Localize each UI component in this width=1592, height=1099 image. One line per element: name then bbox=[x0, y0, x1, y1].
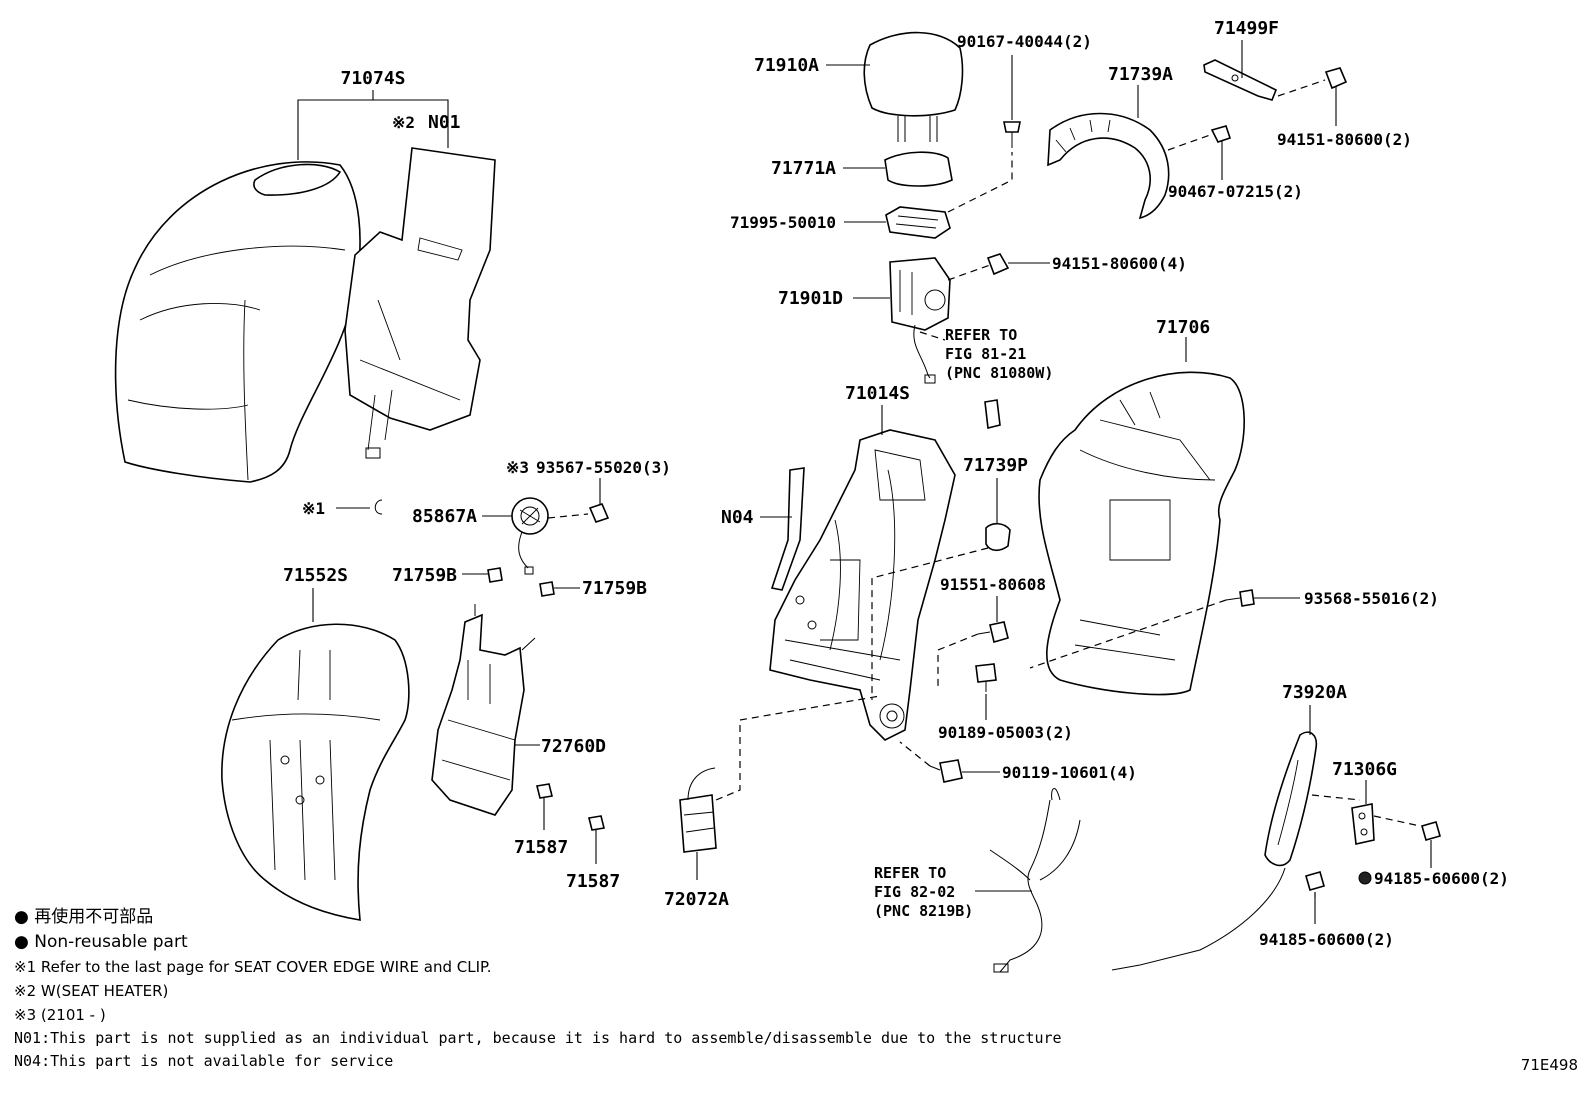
nut-94151-2-drawing bbox=[1324, 67, 1348, 126]
label-71552s: 71552S bbox=[283, 565, 348, 586]
label-71706: 71706 bbox=[1156, 317, 1210, 338]
label-85867a: 85867A bbox=[412, 506, 477, 527]
screw-93567-drawing bbox=[588, 478, 610, 523]
nut-94185-b-drawing bbox=[1305, 871, 1325, 924]
label-71901d: 71901D bbox=[778, 288, 843, 309]
label-71014s: 71014S bbox=[845, 383, 910, 404]
label-mark1: ※1 bbox=[302, 499, 325, 518]
headrest-support-drawing bbox=[884, 151, 953, 187]
clip-71587-b-drawing bbox=[588, 815, 605, 831]
label-n01: N01 bbox=[428, 112, 461, 133]
legend-non-reusable-en: ● Non-reusable part bbox=[14, 932, 188, 952]
label-93568: 93568-55016(2) bbox=[1304, 589, 1439, 608]
label-71587-b: 71587 bbox=[566, 871, 620, 892]
clip-71759b-a-drawing bbox=[487, 567, 503, 583]
seatback-cover-drawing bbox=[114, 161, 361, 483]
label-93567-mark: ※3 bbox=[506, 458, 529, 477]
label-71910a: 71910A bbox=[754, 55, 819, 76]
headrest-drawing bbox=[863, 31, 964, 142]
label-94185-a: 94185-60600(2) bbox=[1374, 869, 1509, 888]
ref2-line1: REFER TO bbox=[874, 864, 946, 882]
legend-note-1: ※1 Refer to the last page for SEAT COVER… bbox=[14, 958, 492, 976]
label-90167: 90167-40044(2) bbox=[957, 32, 1092, 51]
bolt-90167-drawing bbox=[1003, 55, 1021, 148]
legend-non-reusable-jp: ● 再使用不可部品 bbox=[14, 907, 154, 927]
label-71739a: 71739A bbox=[1108, 64, 1173, 85]
non-reusable-mark-icon bbox=[1358, 871, 1372, 885]
label-72072a: 72072A bbox=[664, 889, 729, 910]
connector-drawing bbox=[984, 399, 1001, 429]
clip-71587-a-drawing bbox=[536, 783, 553, 799]
label-90119: 90119-10601(4) bbox=[1002, 763, 1137, 782]
bracket-71499f-drawing bbox=[1203, 59, 1278, 101]
nut-94185-a-drawing bbox=[1421, 821, 1441, 868]
legend-n04: N04:This part is not available for servi… bbox=[14, 1052, 394, 1070]
ref1-line2: FIG 81-21 bbox=[945, 345, 1026, 363]
ref2-line3: (PNC 8219B) bbox=[874, 902, 973, 920]
label-73920a: 73920A bbox=[1282, 682, 1347, 703]
bracket-71306g-drawing bbox=[1351, 803, 1375, 845]
label-94151-2: 94151-80600(2) bbox=[1277, 130, 1412, 149]
label-n04: N04 bbox=[721, 507, 754, 528]
label-71499f: 71499F bbox=[1214, 18, 1279, 39]
wire-harness-drawing bbox=[989, 788, 1081, 973]
side-shield-drawing bbox=[1047, 112, 1170, 220]
label-71074s: 71074S bbox=[340, 68, 405, 89]
legend-n01: N01:This part is not supplied as an indi… bbox=[14, 1029, 1062, 1047]
frame-71901d-drawing bbox=[889, 257, 951, 384]
part-labels: 71074S ※2 N01 71910A 90167-40044(2) 7149… bbox=[283, 18, 1509, 949]
seatback-frame-drawing bbox=[769, 429, 956, 741]
label-71759b-a: 71759B bbox=[392, 565, 457, 586]
label-90189: 90189-05003(2) bbox=[938, 723, 1073, 742]
ref1-line3: (PNC 81080W) bbox=[945, 364, 1053, 382]
legend-note-3: ※3 (2101 - ) bbox=[14, 1006, 106, 1024]
bolt-90119-drawing bbox=[929, 759, 963, 783]
label-94185-b: 94185-60600(2) bbox=[1259, 930, 1394, 949]
label-93567: 93567-55020(3) bbox=[536, 458, 671, 477]
bolt-91551-drawing bbox=[977, 596, 1009, 643]
label-71306g: 71306G bbox=[1332, 759, 1397, 780]
nut-94151-4-drawing bbox=[986, 253, 1010, 276]
reference-fig-81-21: REFER TO FIG 81-21 (PNC 81080W) bbox=[945, 326, 1053, 382]
clip-90467-drawing bbox=[1210, 125, 1232, 180]
legend-note-2: ※2 W(SEAT HEATER) bbox=[14, 982, 169, 1000]
label-71739p: 71739P bbox=[963, 455, 1028, 476]
label-n01-mark: ※2 bbox=[392, 113, 415, 132]
label-71995: 71995-50010 bbox=[730, 213, 836, 232]
grommet-71739p-drawing bbox=[985, 522, 1011, 552]
screw-93568-drawing bbox=[1225, 589, 1255, 607]
label-90467: 90467-07215(2) bbox=[1168, 182, 1303, 201]
label-71587-a: 71587 bbox=[514, 837, 568, 858]
legend: ● 再使用不可部品 ● Non-reusable part ※1 Refer t… bbox=[14, 905, 1254, 1073]
label-71771a: 71771A bbox=[771, 158, 836, 179]
frame-pad-72760d-drawing bbox=[431, 604, 536, 816]
module-72072a-drawing bbox=[679, 767, 717, 853]
label-71759b-b: 71759B bbox=[582, 578, 647, 599]
label-91551: 91551-80608 bbox=[940, 575, 1046, 594]
speaker-85867a-drawing bbox=[511, 497, 549, 575]
rear-board-drawing bbox=[1038, 371, 1245, 696]
clip-mark1-drawing bbox=[336, 499, 383, 515]
seatback-pad-drawing bbox=[221, 623, 410, 921]
figure-code: 71E498 bbox=[1520, 1056, 1578, 1074]
pin-90189-drawing bbox=[975, 663, 997, 720]
seat-heater-drawing bbox=[344, 147, 496, 459]
clip-71759b-b-drawing bbox=[539, 581, 555, 597]
label-72760d: 72760D bbox=[541, 736, 606, 757]
reference-fig-82-02: REFER TO FIG 82-02 (PNC 8219B) bbox=[874, 864, 973, 920]
headrest-guide-drawing bbox=[885, 206, 951, 239]
ref1-line1: REFER TO bbox=[945, 326, 1017, 344]
ref2-line2: FIG 82-02 bbox=[874, 883, 955, 901]
label-94151-4: 94151-80600(4) bbox=[1052, 254, 1187, 273]
strip-n04-drawing bbox=[770, 467, 805, 591]
side-cover-73920a-drawing bbox=[1111, 731, 1318, 971]
